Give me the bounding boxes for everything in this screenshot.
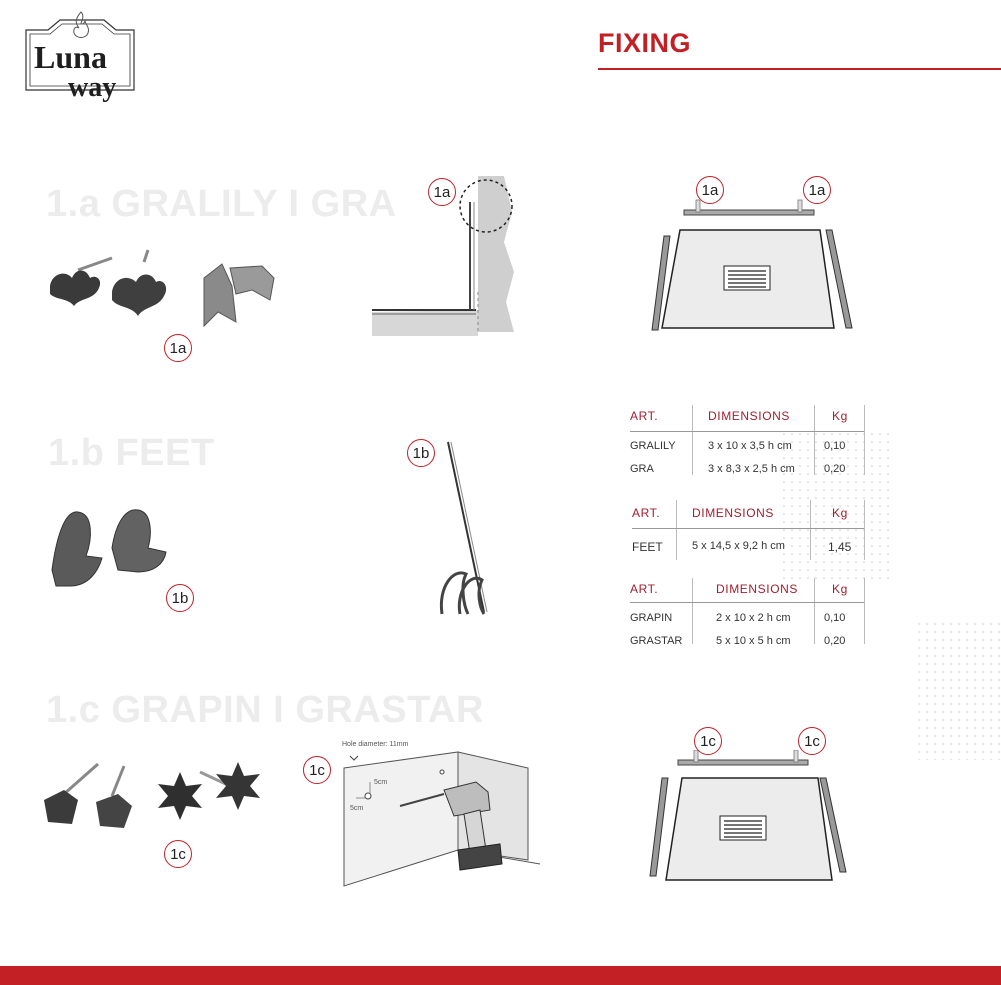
spec-table-feet: ART. DIMENSIONS Kg FEET 5 x 14,5 x 9,2 h… <box>632 500 872 562</box>
fireplace-top-view-1a <box>640 196 860 342</box>
drill-dim-vertical: 5cm <box>374 779 387 786</box>
gralily-gra-product-image <box>40 248 280 338</box>
footer-accent-bar <box>0 966 1001 985</box>
grapin-grastar-product-image <box>40 756 270 836</box>
table-cell: 3 x 10 x 3,5 h cm <box>708 440 792 452</box>
dot-pattern <box>780 430 890 580</box>
section-title-1c: 1.c GRAPIN I GRASTAR <box>46 689 484 731</box>
table-cell: FEET <box>632 540 663 554</box>
callout-1a-left: 1a <box>696 176 724 204</box>
feet-product-image <box>48 500 178 590</box>
callout-1c-left: 1c <box>694 727 722 755</box>
gralily-wall-diagram <box>366 172 526 342</box>
table-header-kg: Kg <box>832 582 848 596</box>
table-header-kg: Kg <box>832 409 848 423</box>
table-header-art: ART. <box>632 506 661 520</box>
table-cell: 0,20 <box>824 635 846 647</box>
table-header-dimensions: DIMENSIONS <box>708 409 791 423</box>
table-header-kg: Kg <box>832 506 848 520</box>
table-cell: 0,10 <box>824 440 846 452</box>
callout-1a-wall: 1a <box>428 178 456 206</box>
spec-table-grapin-grastar: ART. DIMENSIONS Kg GRAPIN 2 x 10 x 2 h c… <box>630 578 870 650</box>
callout-1c-right: 1c <box>798 727 826 755</box>
table-cell: 1,45 <box>828 540 852 554</box>
spec-table-gralily-gra: ART. DIMENSIONS Kg GRALILY 3 x 10 x 3,5 … <box>630 405 870 485</box>
page-title: FIXING <box>598 28 692 58</box>
table-cell: GRA <box>630 463 654 475</box>
table-cell: 0,10 <box>824 612 846 624</box>
callout-1b: 1b <box>166 584 194 612</box>
table-cell: 2 x 10 x 2 h cm <box>716 612 791 624</box>
table-cell: GRAPIN <box>630 612 673 624</box>
logo-text-bottom: way <box>68 72 116 103</box>
table-cell: GRASTAR <box>630 635 683 647</box>
table-header-dimensions: DIMENSIONS <box>692 506 775 520</box>
table-cell: 5 x 10 x 5 h cm <box>716 635 791 647</box>
hole-diameter-label: Hole diameter: 11mm <box>342 741 409 748</box>
fireplace-top-view-1c <box>640 749 860 890</box>
drill-dim-horizontal: 5cm <box>350 805 363 812</box>
callout-1a: 1a <box>164 334 192 362</box>
callout-1c-drill: 1c <box>303 756 331 784</box>
feet-side-diagram <box>420 436 510 620</box>
table-cell: 5 x 14,5 x 9,2 h cm <box>692 540 785 552</box>
callout-1b-diagram: 1b <box>407 439 435 467</box>
logo-text-top: Luna <box>34 39 107 75</box>
table-header-art: ART. <box>630 582 659 596</box>
table-header-art: ART. <box>630 409 659 423</box>
table-cell: 0,20 <box>824 463 846 475</box>
table-cell: GRALILY <box>630 440 676 452</box>
drill-diagram: Hole diameter: 11mm 5cm 5cm <box>330 738 545 888</box>
header-divider <box>598 68 1001 70</box>
section-title-1b: 1.b FEET <box>48 432 215 474</box>
section-title-1a: 1.a GRALILY I GRA <box>46 183 397 225</box>
callout-1a-right: 1a <box>803 176 831 204</box>
brand-logo: Luna way <box>24 6 140 106</box>
table-header-dimensions: DIMENSIONS <box>716 582 799 596</box>
table-cell: 3 x 8,3 x 2,5 h cm <box>708 463 795 475</box>
callout-1c: 1c <box>164 840 192 868</box>
dot-pattern <box>915 620 1001 760</box>
